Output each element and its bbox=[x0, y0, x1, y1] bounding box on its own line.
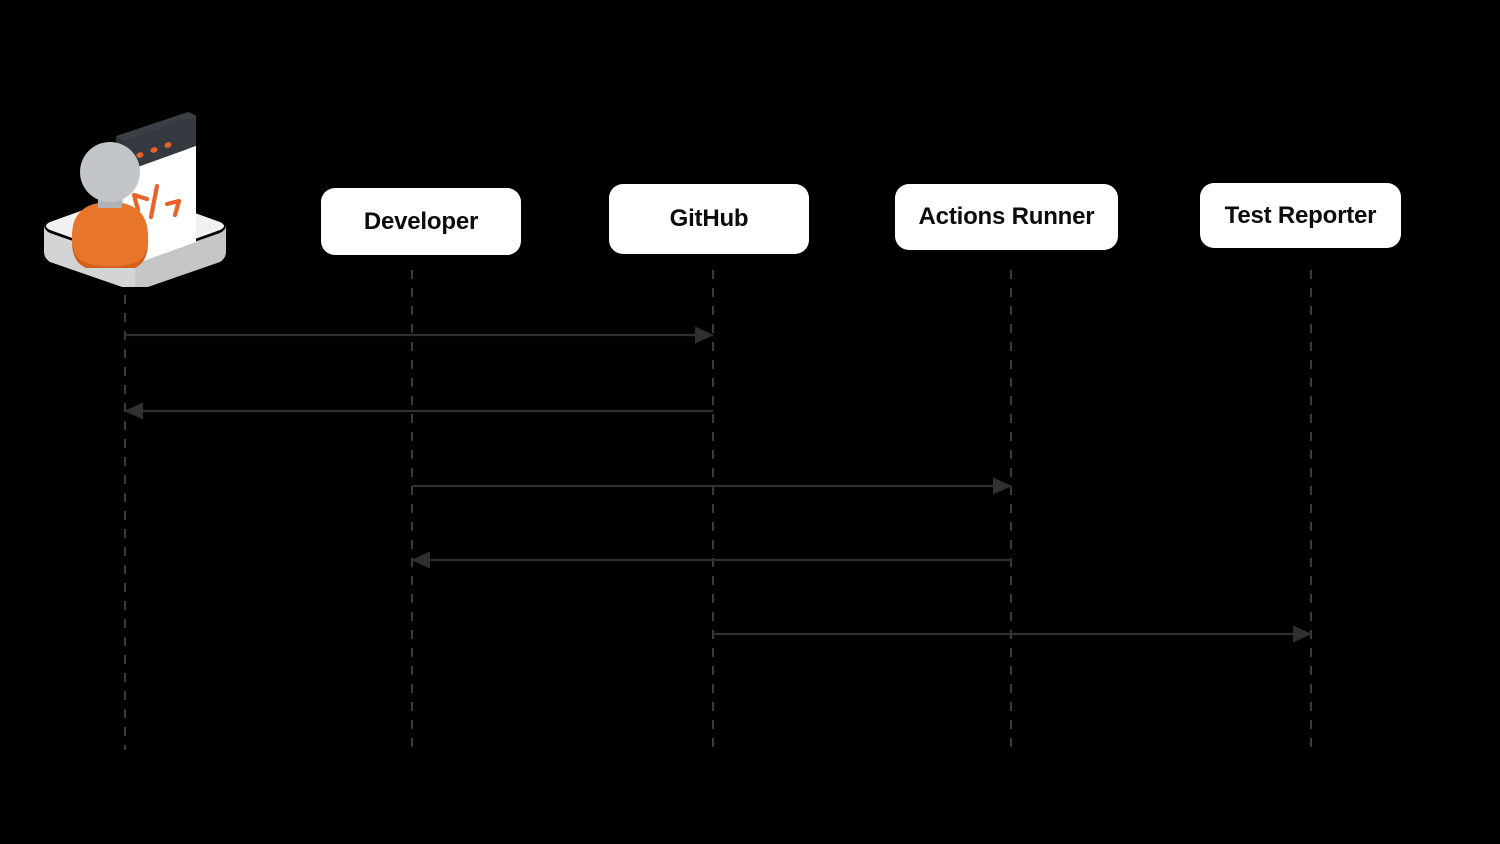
participant-label-github: GitHub bbox=[669, 205, 749, 232]
participant-label-developer: Developer bbox=[363, 207, 479, 235]
messages-group bbox=[124, 326, 1312, 643]
participant-box-actions-runner[interactable]: Actions Runner bbox=[895, 184, 1118, 250]
window-dots-icon bbox=[136, 142, 172, 158]
developer-actor-illustration bbox=[30, 92, 240, 289]
participant-box-test-reporter[interactable]: Test Reporter bbox=[1200, 183, 1401, 248]
participant-label-test-reporter: Test Reporter bbox=[1224, 201, 1377, 229]
code-brackets-glyph-icon bbox=[131, 183, 182, 220]
participant-box-developer[interactable]: Developer bbox=[321, 188, 521, 255]
lifelines-group bbox=[124, 270, 1312, 750]
participant-label-actions-runner: Actions Runner bbox=[918, 203, 1095, 230]
person-avatar-icon bbox=[72, 142, 148, 268]
participant-box-github[interactable]: GitHub bbox=[609, 184, 809, 254]
